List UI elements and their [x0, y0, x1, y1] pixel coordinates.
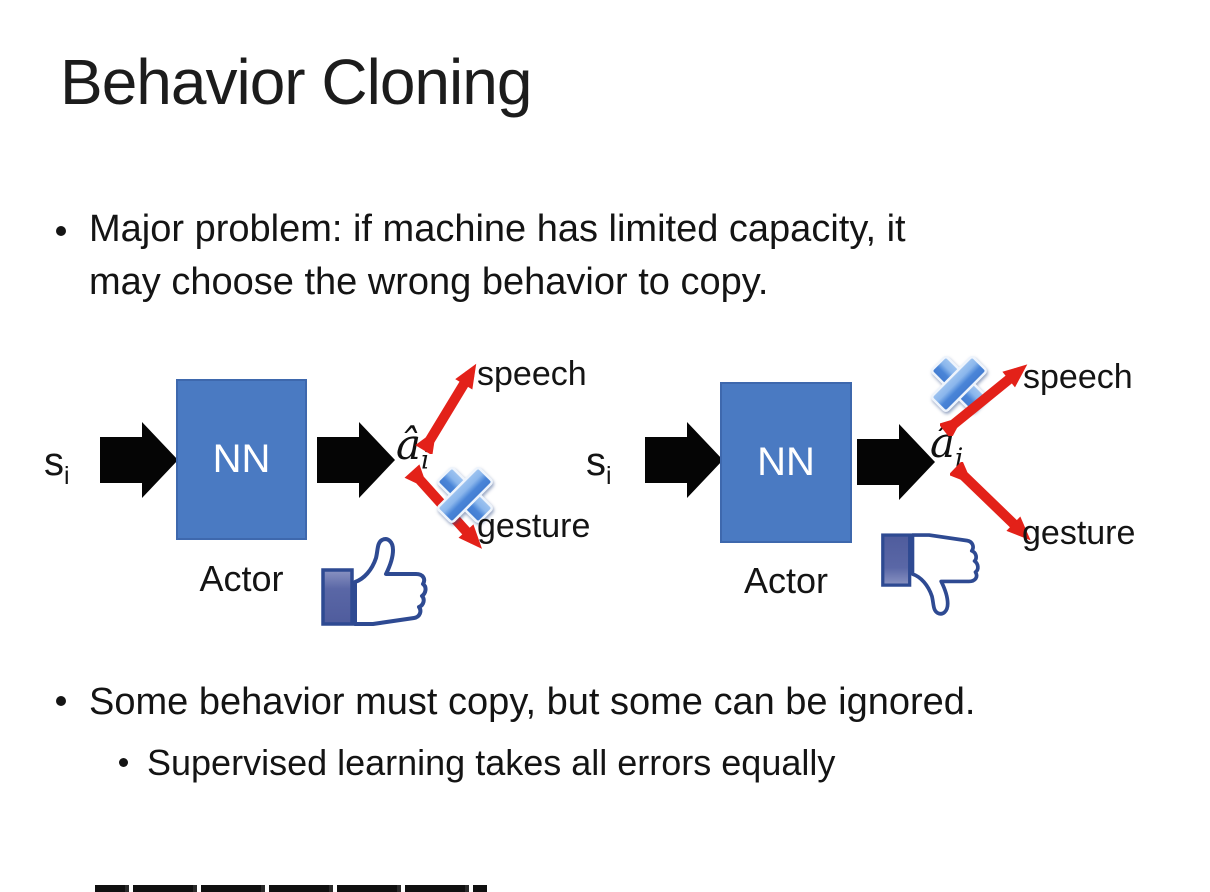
- left-nn-box: NN: [176, 379, 307, 540]
- thumbs-up-icon: [321, 537, 428, 626]
- slide-title: Behavior Cloning: [60, 46, 532, 118]
- left-gesture-label: gesture: [477, 507, 591, 545]
- bullet-2-sub: Supervised learning takes all errors equ…: [147, 742, 836, 783]
- bullet-1-line-1: Major problem: if machine has limited ca…: [89, 208, 906, 250]
- left-speech-arrow-icon: [415, 363, 477, 454]
- bullet-1-line-2: may choose the wrong behavior to copy.: [89, 261, 769, 303]
- right-input-arrow-icon: [645, 422, 723, 498]
- sub-bullet-marker: [119, 758, 128, 767]
- right-output-arrow-icon: [857, 424, 935, 500]
- left-actor-label: Actor: [199, 558, 284, 599]
- right-gesture-label: gesture: [1022, 514, 1136, 552]
- thumbs-down-icon: [881, 533, 980, 616]
- right-actor-label: Actor: [743, 560, 829, 601]
- right-state-label: si: [586, 440, 612, 490]
- bullet-marker: [56, 226, 66, 236]
- left-speech-label: speech: [477, 355, 587, 393]
- left-nn-label: NN: [212, 437, 271, 481]
- cutoff-text-edge: [95, 885, 487, 892]
- left-input-arrow-icon: [100, 422, 178, 498]
- bullet-1: Major problem: if machine has limited ca…: [89, 203, 1139, 309]
- right-nn-box: NN: [720, 382, 852, 543]
- right-gesture-arrow-icon: [950, 462, 1031, 541]
- left-output-arrow-icon: [317, 422, 395, 498]
- left-cross-out-icon: [437, 467, 493, 523]
- bullet-2: Some behavior must copy, but some can be…: [89, 681, 976, 723]
- right-speech-label: speech: [1023, 358, 1133, 396]
- left-state-label: si: [44, 440, 70, 490]
- bullet-marker: [56, 696, 66, 706]
- right-speech-arrow-icon: [940, 364, 1028, 436]
- right-nn-label: NN: [757, 440, 815, 484]
